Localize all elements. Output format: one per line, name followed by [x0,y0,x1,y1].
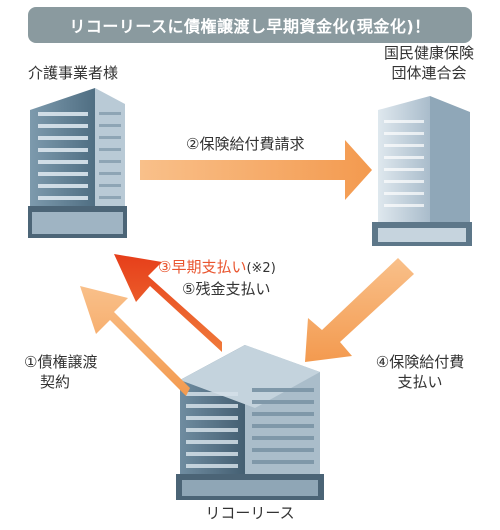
provider-label-text: 介護事業者様 [28,64,119,82]
title-text: リコーリースに債権譲渡し早期資金化(現金化)！ [69,17,431,36]
step2-label: ②保険給付費請求 [186,134,304,154]
step1-label: ①債権譲渡 契約 [24,352,97,392]
step1-line1: ①債権譲渡 [24,353,98,371]
provider-building-icon [28,88,127,238]
insurer-label-line1: 国民健康保険 [383,44,474,62]
step4-label: ④保険給付費 支払い [360,352,480,392]
step3-label: ③早期支払い(※2) [158,257,276,279]
insurer-building-icon [372,96,472,246]
ricoh-label: リコーリース [186,503,314,523]
step3-note: (※2) [246,261,276,276]
step4-line1: ④保険給付費 [375,353,465,371]
insurer-label: 国民健康保険 団体連合会 [370,43,488,83]
step1-line2: 契約 [40,373,71,391]
arrow-assignment [80,286,190,396]
step2-text: ②保険給付費請求 [186,135,305,153]
insurer-label-line2: 団体連合会 [391,64,467,82]
step3-text: ③早期支払い [158,258,247,276]
provider-label: 介護事業者様 [28,63,118,83]
step4-line2: 支払い [397,373,443,391]
step5-label: ⑤残金支払い [182,279,270,299]
ricoh-building-icon [176,345,324,500]
step5-text: ⑤残金支払い [182,280,271,298]
arrow-claim [140,140,372,200]
ricoh-label-text: リコーリース [205,504,295,522]
page-title: リコーリースに債権譲渡し早期資金化(現金化)！ [28,7,472,43]
arrow-insurance-payment [305,258,414,362]
arrow-early-payment [114,254,222,352]
